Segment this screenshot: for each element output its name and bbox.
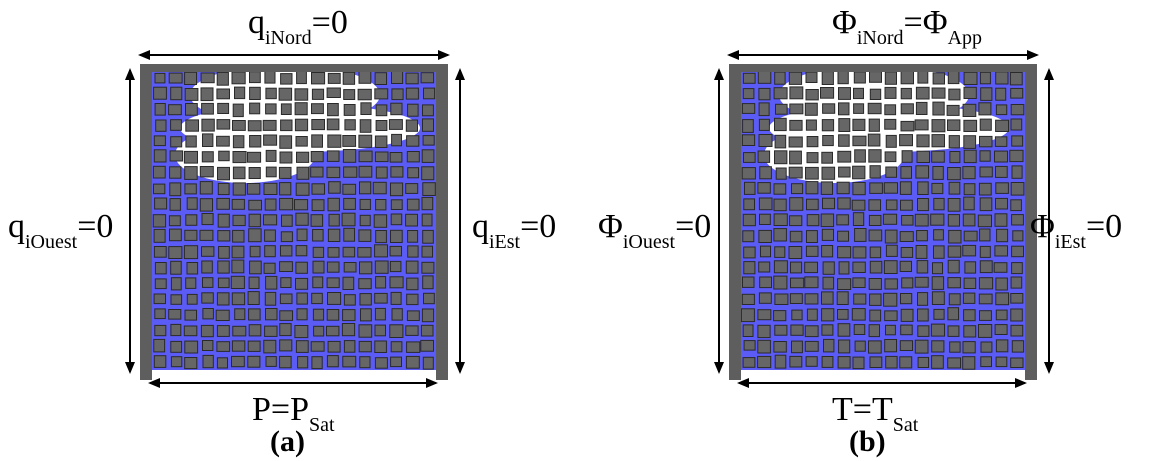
solid-grains	[152, 70, 436, 370]
boundary-label-bottom: P=PSat	[252, 391, 335, 436]
boundary-label-left: qiOuest=0	[8, 208, 114, 253]
panel-a: qiNord=0 qiOuest=0 qiEst=0 P=PSat (a)	[0, 0, 583, 461]
boundary-label-left: ΦiOuest=0	[598, 208, 712, 253]
boundary-label-right: ΦiEst=0	[1030, 208, 1123, 253]
boundary-label-top: ΦiNord=ΦApp	[832, 4, 983, 49]
porous-medium-a	[125, 50, 465, 388]
porous-medium-b	[714, 50, 1054, 388]
boundary-label-bottom: T=TSat	[832, 391, 919, 436]
container-walls	[729, 64, 1037, 380]
panel-caption: (b)	[849, 425, 886, 458]
boundary-label-right: qiEst=0	[472, 208, 557, 253]
container-walls	[140, 64, 448, 380]
panel-b: ΦiNord=ΦApp ΦiOuest=0 ΦiEst=0 T=TSat (b)	[584, 0, 1167, 461]
solid-grains	[740, 70, 1025, 370]
panel-caption: (a)	[270, 425, 305, 458]
boundary-label-top: qiNord=0	[248, 4, 348, 49]
